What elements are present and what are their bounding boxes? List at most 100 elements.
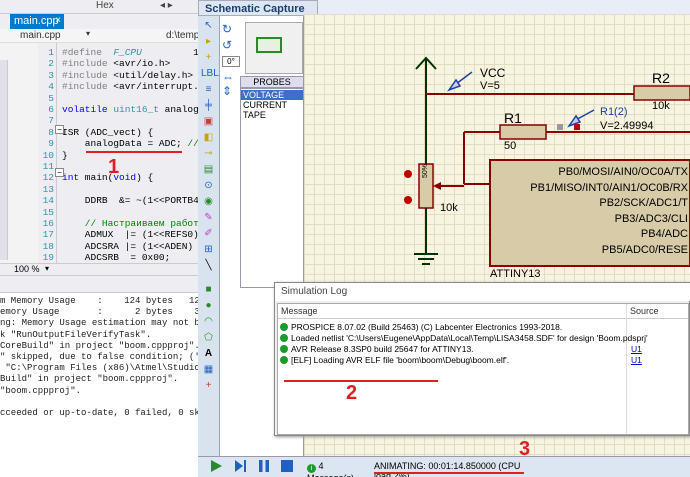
marker-icon[interactable]: + <box>205 380 212 391</box>
box-icon[interactable]: ■ <box>205 284 212 295</box>
path-dropdown[interactable]: d:\temp\ <box>166 30 198 41</box>
log-source-link[interactable]: U1 <box>631 355 642 365</box>
line-number: 18 <box>42 240 54 252</box>
zoom-level[interactable]: 100 % <box>14 264 40 274</box>
code-line[interactable]: DDRB &= ~(1<<PORTB4); <box>62 195 198 206</box>
line-number: 2 <box>48 58 54 70</box>
code-line[interactable]: volatile uint16_t analogData <box>62 104 198 115</box>
path-icon[interactable]: ⬠ <box>204 332 213 343</box>
line-number: 6 <box>48 104 54 115</box>
simulation-log-list[interactable]: Message Source PROSPICE 8.07.02 (Build 2… <box>277 303 689 435</box>
output-panel[interactable] <box>0 292 198 477</box>
select-mode-icon[interactable]: ↖ <box>204 20 213 31</box>
column-message[interactable]: Message <box>281 306 318 316</box>
chip-pin-label: PB4/ADC <box>640 228 688 240</box>
line-icon[interactable]: ╲ <box>205 260 212 271</box>
simulation-log-window[interactable]: Simulation Log Message Source PROSPICE 8… <box>274 282 690 436</box>
probes-list[interactable]: VOLTAGE CURRENT TAPE <box>240 88 304 288</box>
terminal-icon[interactable]: ◧ <box>203 132 214 143</box>
annotation-number-3: 3 <box>519 438 531 460</box>
tab-label: main.cpp <box>14 15 59 27</box>
code-line[interactable]: ADCSRB = 0x00; <box>62 252 171 263</box>
text-script-icon[interactable]: ≡ <box>205 84 212 95</box>
mirror-vertical-icon[interactable]: ⇕ <box>222 84 233 98</box>
text-icon[interactable]: A <box>204 348 213 359</box>
vcc-label: VCC <box>480 66 506 80</box>
toolbar-arrows-icon[interactable]: ◂ ▸ <box>160 0 173 11</box>
symbol-icon[interactable]: ▦ <box>203 364 214 375</box>
hex-label[interactable]: Hex <box>96 0 114 11</box>
log-row[interactable]: PROSPICE 8.07.02 (Build 25463) (C) Labce… <box>280 322 562 332</box>
probe-item-voltage[interactable]: VOLTAGE <box>241 90 303 100</box>
tab-main-cpp[interactable]: main.cpp × <box>10 14 64 29</box>
code-token: uint16_t <box>113 104 159 115</box>
log-message: [ELF] Loading AVR ELF file 'boom\boom\De… <box>291 355 510 365</box>
circle-icon[interactable]: ● <box>205 300 212 311</box>
label-icon[interactable]: LBL <box>201 68 219 79</box>
collapse-toggle-icon[interactable]: − <box>55 125 64 134</box>
file-dropdown[interactable]: main.cpp <box>20 30 61 41</box>
tape-icon[interactable]: ⊙ <box>204 180 213 191</box>
output-line: Build" in project "boom.cppproj". <box>0 374 179 385</box>
overview-window[interactable] <box>245 22 303 74</box>
probe-item-current[interactable]: CURRENT <box>243 100 287 110</box>
rotate-cw-icon[interactable]: ↻ <box>222 22 233 36</box>
probe-item-tape[interactable]: TAPE <box>243 110 266 120</box>
pot-increment-icon <box>404 170 412 178</box>
code-line[interactable]: ADMUX |= (1<<REFS0) | (1 <box>62 229 198 240</box>
generator-icon[interactable]: ◉ <box>204 196 213 207</box>
column-source[interactable]: Source <box>630 306 659 316</box>
code-line[interactable]: #include <util/delay.h> <box>62 70 193 81</box>
mirror-horizontal-icon[interactable]: ⇔ <box>222 70 234 84</box>
code-line[interactable]: #include <avr/io.h> <box>62 58 170 69</box>
code-token: F_CPU <box>113 47 142 58</box>
code-line[interactable]: } <box>62 150 68 161</box>
vcc-probe-icon <box>447 71 473 92</box>
code-line[interactable]: analogData = ADC; // *** <box>62 138 198 149</box>
pin-icon[interactable]: ⊸ <box>204 148 213 159</box>
subcircuit-icon[interactable]: ▣ <box>203 116 214 127</box>
line-number: 16 <box>42 218 54 229</box>
voltage-probe-icon[interactable]: ✎ <box>204 212 213 223</box>
log-row[interactable]: [ELF] Loading AVR ELF file 'boom\boom\De… <box>280 355 509 365</box>
play-icon[interactable] <box>208 458 224 474</box>
chip-pin-label: PB2/SCK/ADC1/T <box>599 197 688 209</box>
info-icon <box>280 345 288 353</box>
collapse-toggle-icon[interactable]: − <box>55 168 64 177</box>
code-token: #define <box>62 47 102 58</box>
tab-close-icon[interactable]: × <box>55 15 61 26</box>
info-icon <box>280 334 288 342</box>
log-row[interactable]: Loaded netlist 'C:\Users\Eugene\AppData\… <box>280 333 648 343</box>
code-line[interactable]: // Настраиваем работу с А <box>62 218 198 229</box>
pause-icon[interactable] <box>256 458 272 474</box>
schematic-capture-tab[interactable]: Schematic Capture <box>198 0 318 16</box>
overview-viewport[interactable] <box>256 37 282 53</box>
stop-icon[interactable] <box>279 458 295 474</box>
code-line[interactable]: #include <avr/interrupt.h> <box>62 81 198 92</box>
code-token: main( <box>79 172 114 184</box>
messages-indicator[interactable]: i 4 Message(s) <box>307 458 369 477</box>
log-source-link[interactable]: U1 <box>631 344 642 354</box>
annotation-underline-1 <box>86 151 182 153</box>
instrument-icon[interactable]: ⊞ <box>204 244 213 255</box>
header-divider <box>278 318 688 319</box>
chevron-down-icon[interactable]: ▾ <box>45 264 50 273</box>
junction-icon[interactable]: + <box>205 52 212 63</box>
step-icon[interactable] <box>232 458 248 474</box>
code-line[interactable]: ADCSRA |= (1<<ADEN) | (1 <box>62 241 198 252</box>
component-mode-icon[interactable]: ▸ <box>205 36 212 47</box>
rotation-angle-field[interactable]: 0° <box>222 56 240 67</box>
arc-icon[interactable]: ◠ <box>204 316 213 327</box>
code-token: <avr/interrupt.h> <box>113 81 198 93</box>
code-line[interactable]: #define F_CPU 1200 <box>62 47 198 58</box>
code-line[interactable]: int main(void) { <box>62 172 153 183</box>
current-probe-icon[interactable]: ✐ <box>204 228 213 239</box>
code-line[interactable]: ISR (ADC_vect) { <box>62 127 153 138</box>
chevron-down-icon[interactable]: ▾ <box>86 29 91 38</box>
ground-symbol <box>414 253 438 265</box>
bus-icon[interactable]: ╪ <box>204 100 213 111</box>
log-row[interactable]: AVR Release 8.3SP0 build 25647 for ATTIN… <box>280 344 474 354</box>
rotate-ccw-icon[interactable]: ↺ <box>222 38 233 52</box>
outline-guide <box>56 43 57 263</box>
graph-icon[interactable]: ▤ <box>203 164 214 175</box>
